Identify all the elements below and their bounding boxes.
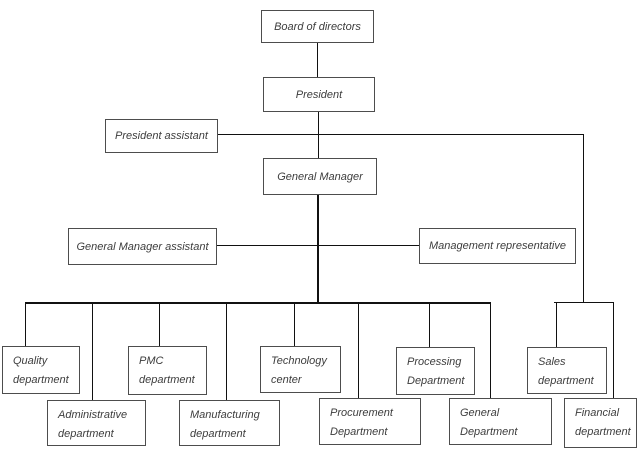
connector-departments-bus xyxy=(25,302,491,304)
node-label-line2: Department xyxy=(330,426,388,438)
node-procurement-department: Procurement Department xyxy=(319,398,421,445)
connector-right-branch-vertical xyxy=(583,134,584,303)
node-label: Board of directors xyxy=(274,20,361,33)
node-label-line2: department xyxy=(139,374,195,386)
node-management-representative: Management representative xyxy=(419,228,576,264)
connector-drop-processing xyxy=(429,304,430,347)
connector-president-general-manager xyxy=(318,112,319,158)
connector-right-group-bus xyxy=(554,302,614,303)
node-label-line2: department xyxy=(538,375,594,387)
node-label-line1: General xyxy=(460,407,500,419)
node-label-line1: Quality xyxy=(13,355,48,367)
node-label-line1: Processing xyxy=(407,356,462,368)
connector-general-manager-vertical xyxy=(317,195,319,303)
node-label-line2: department xyxy=(190,428,246,440)
connector-drop-quality xyxy=(25,304,26,346)
connector-drop-manufacturing xyxy=(226,304,227,400)
node-manufacturing-department: Manufacturing department xyxy=(179,400,280,446)
connector-drop-procurement xyxy=(358,304,359,398)
node-board-of-directors: Board of directors xyxy=(261,10,374,43)
node-label-line1: Administrative xyxy=(58,409,128,421)
node-label-line1: PMC xyxy=(139,355,164,367)
node-label-line2: department xyxy=(13,374,69,386)
connector-drop-general-department xyxy=(490,304,491,398)
node-financial-department: Financial department xyxy=(564,398,637,448)
connector-board-president xyxy=(317,43,318,77)
node-general-department: General Department xyxy=(449,398,552,445)
node-quality-department: Quality department xyxy=(2,346,80,394)
node-label-line1: Sales xyxy=(538,356,566,368)
node-label: General Manager xyxy=(277,170,363,183)
node-sales-department: Sales department xyxy=(527,347,607,394)
node-label-line1: Procurement xyxy=(330,407,393,419)
node-label: President xyxy=(295,88,343,101)
node-technology-center: Technology center xyxy=(260,346,341,393)
connector-drop-pmc xyxy=(159,304,160,346)
connector-drop-technology xyxy=(294,304,295,346)
node-president: President xyxy=(263,77,375,112)
node-label-line1: Technology xyxy=(271,355,327,367)
node-label-line2: Department xyxy=(460,426,518,438)
node-label: President assistant xyxy=(115,130,208,142)
node-processing-department: Processing Department xyxy=(396,347,475,395)
node-label-line2: department xyxy=(58,428,114,440)
node-general-manager-assistant: General Manager assistant xyxy=(68,228,217,265)
node-pmc-department: PMC department xyxy=(128,346,207,395)
node-label-line2: Department xyxy=(407,375,465,387)
node-president-assistant: President assistant xyxy=(105,119,218,153)
node-label: General Manager assistant xyxy=(76,240,209,253)
connector-gm-assistant-management-rep xyxy=(217,245,419,246)
node-label-line1: Manufacturing xyxy=(190,409,260,421)
node-label-line2: center xyxy=(271,374,302,386)
node-label: Management representative xyxy=(429,240,566,252)
connector-drop-financial xyxy=(613,303,614,398)
node-general-manager: General Manager xyxy=(263,158,377,195)
node-label-line2: department xyxy=(575,426,631,438)
connector-drop-administrative xyxy=(92,304,93,400)
node-label-line1: Financial xyxy=(575,407,620,419)
node-administrative-department: Administrative department xyxy=(47,400,146,446)
connector-president-assistant-horizontal xyxy=(218,134,583,135)
connector-drop-sales xyxy=(556,303,557,347)
